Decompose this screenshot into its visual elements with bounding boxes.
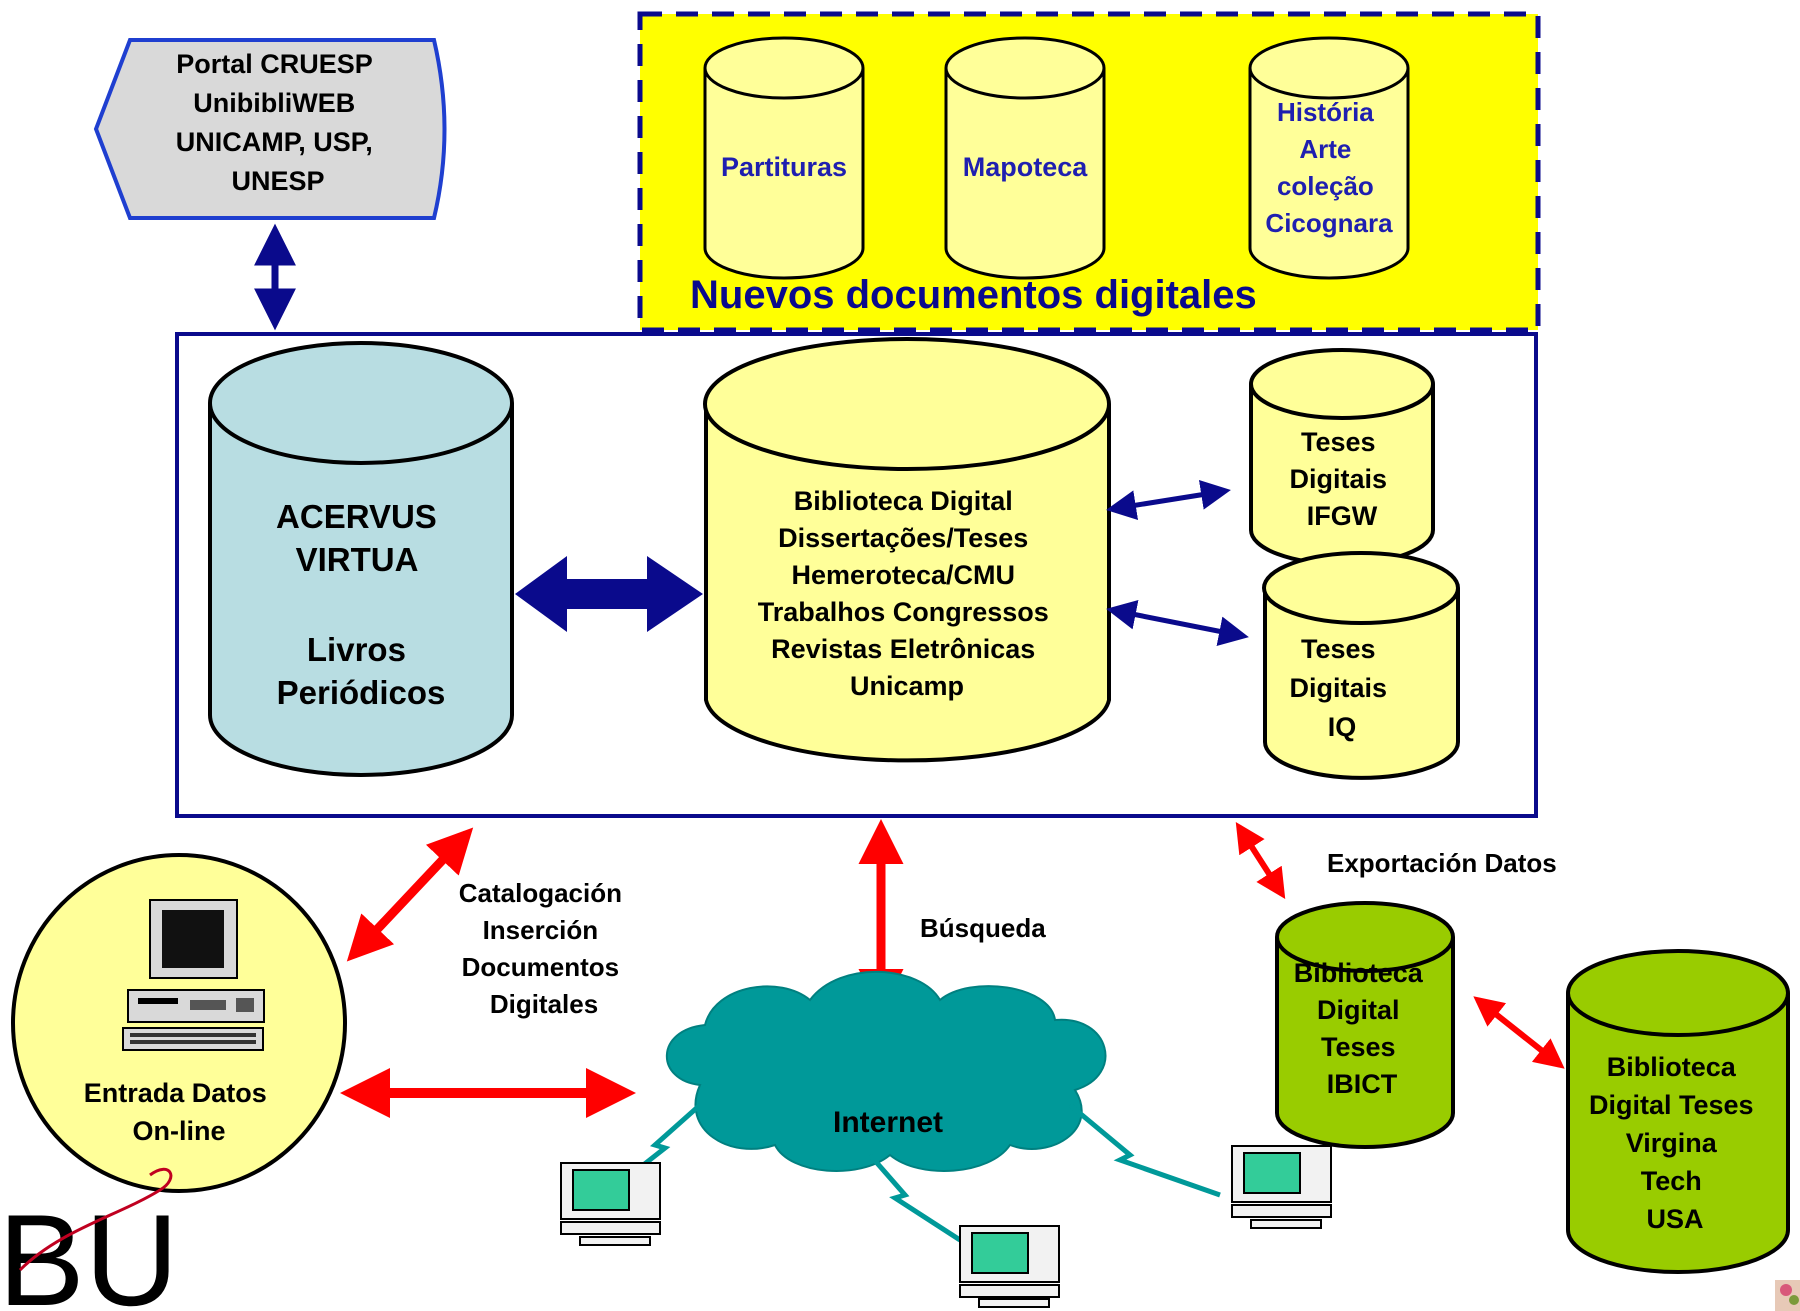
virginia-line-5: USA (1646, 1204, 1703, 1234)
ifgw-link-arrow (1106, 479, 1231, 521)
historia-line-1: História (1277, 97, 1374, 127)
portal-line-4: UNESP (231, 166, 324, 196)
iq-link-arrow (1106, 599, 1249, 647)
historia-line-2: Arte (1299, 134, 1351, 164)
svg-text:Catalogación Inserción: Catalogación Inserción Documentos Digita… (459, 878, 629, 1019)
iq-line-3: IQ (1328, 712, 1357, 742)
busqueda-label: Búsqueda (920, 913, 1046, 943)
bu-logo: BU (0, 1167, 179, 1311)
svg-text:Biblioteca Digital Teses: Biblioteca Digital Teses Virgina Tech US… (1589, 1052, 1761, 1234)
ibict-line-3: Teses (1321, 1032, 1396, 1062)
acervus-biblioteca-arrow (515, 556, 703, 632)
ibict-line-2: Digital (1317, 995, 1400, 1025)
virginia-line-1: Biblioteca (1607, 1052, 1737, 1082)
acervus-line-2: VIRTUA (296, 541, 418, 578)
biblioteca-line-5: Revistas Eletrônicas (771, 634, 1035, 664)
teses-ifgw-cylinder: Teses Digitais IFGW (1249, 348, 1435, 566)
catalogacion-arrow (346, 827, 474, 962)
svg-text:Biblioteca Digital: Biblioteca Digital Teses IBICT (1294, 958, 1431, 1099)
portal-cruesp-node: Portal CRUESP UnibibliWEB UNICAMP, USP, … (93, 38, 447, 220)
internet-cloud: Internet (603, 970, 1221, 1243)
exportacion-label: Exportación Datos (1327, 848, 1557, 878)
svg-text:Entrada Datos On-line: Entrada Datos On-line (84, 1078, 275, 1146)
entrada-datos-node: Entrada Datos On-line (11, 853, 347, 1193)
internet-label: Internet (833, 1106, 943, 1139)
catalogacion-line-1: Catalogación (459, 878, 622, 908)
historia-arte-cylinder: História Arte coleção Cicognara (1248, 36, 1410, 280)
bu-logo-text: BU (0, 1187, 179, 1311)
acervus-line-3: Livros (307, 631, 406, 668)
entrada-line-2: On-line (133, 1116, 226, 1146)
svg-text:ACERVUS VIRTUA Liv: ACERVUS VIRTUA Livros Periódicos (276, 498, 446, 711)
svg-text:História Arte cole: História Arte coleção Cicognara (1265, 97, 1393, 238)
portal-line-3: UNICAMP, USP, (176, 127, 373, 157)
historia-line-4: Cicognara (1265, 208, 1393, 238)
catalogacion-line-3: Documentos (462, 952, 619, 982)
ibict-cylinder: Biblioteca Digital Teses IBICT (1275, 901, 1455, 1149)
ibict-line-1: Biblioteca (1294, 958, 1424, 988)
virginia-line-4: Tech (1641, 1166, 1702, 1196)
catalogacion-line-4: Digitales (490, 989, 598, 1019)
exportacion-arrow (1235, 821, 1286, 900)
biblioteca-line-6: Unicamp (850, 671, 964, 701)
client-computer-icon (1231, 1145, 1332, 1229)
flower-icon (1775, 1280, 1800, 1311)
iq-line-1: Teses (1301, 634, 1376, 664)
biblioteca-digital-cylinder: Biblioteca Digital Dissertações/Teses He… (703, 337, 1111, 763)
partituras-cylinder: Partituras (703, 36, 865, 280)
ifgw-line-2: Digitais (1289, 464, 1387, 494)
svg-text:Teses Digitais IQ: Teses Digitais IQ (1289, 634, 1394, 742)
virginia-line-3: Virgina (1626, 1128, 1718, 1158)
teses-iq-cylinder: Teses Digitais IQ (1262, 551, 1460, 780)
virginia-line-2: Digital Teses (1589, 1090, 1754, 1120)
biblioteca-line-1: Biblioteca Digital (794, 486, 1013, 516)
portal-line-2: UnibibliWEB (193, 88, 355, 118)
acervus-cylinder: ACERVUS VIRTUA Livros Periódicos (208, 341, 514, 777)
entrada-line-1: Entrada Datos (84, 1078, 267, 1108)
virginia-tech-cylinder: Biblioteca Digital Teses Virgina Tech US… (1566, 949, 1790, 1274)
new-documents-title: Nuevos documentos digitales (690, 273, 1257, 317)
svg-text:Biblioteca Digital Disse: Biblioteca Digital Dissertações/Teses He… (758, 486, 1057, 701)
desktop-computer-icon (122, 899, 265, 1051)
acervus-line-4: Periódicos (277, 674, 446, 711)
biblioteca-line-4: Trabalhos Congressos (758, 597, 1049, 627)
svg-text:Portal CRUESP UnibibliWE: Portal CRUESP UnibibliWEB UNICAMP, USP, … (176, 49, 381, 196)
ibict-line-4: IBICT (1327, 1069, 1398, 1099)
internet-link-middle (868, 1153, 962, 1243)
biblioteca-line-2: Dissertações/Teses (778, 523, 1028, 553)
client-computer-icon (560, 1162, 661, 1246)
portal-line-1: Portal CRUESP (176, 49, 373, 79)
ifgw-line-1: Teses (1301, 427, 1376, 457)
partituras-label: Partituras (721, 152, 847, 182)
ifgw-line-3: IFGW (1307, 501, 1378, 531)
historia-line-3: coleção (1277, 171, 1374, 201)
client-computer-icon (959, 1225, 1060, 1308)
svg-text:Teses Digitais IFG: Teses Digitais IFGW (1289, 427, 1394, 531)
biblioteca-line-3: Hemeroteca/CMU (791, 560, 1015, 590)
iq-line-2: Digitais (1289, 673, 1387, 703)
catalogacion-line-2: Inserción (483, 915, 599, 945)
mapoteca-label: Mapoteca (963, 152, 1089, 182)
ibict-virginia-arrow (1473, 996, 1565, 1069)
acervus-line-1: ACERVUS (276, 498, 437, 535)
mapoteca-cylinder: Mapoteca (944, 36, 1106, 280)
internet-link-right (1068, 1103, 1221, 1198)
